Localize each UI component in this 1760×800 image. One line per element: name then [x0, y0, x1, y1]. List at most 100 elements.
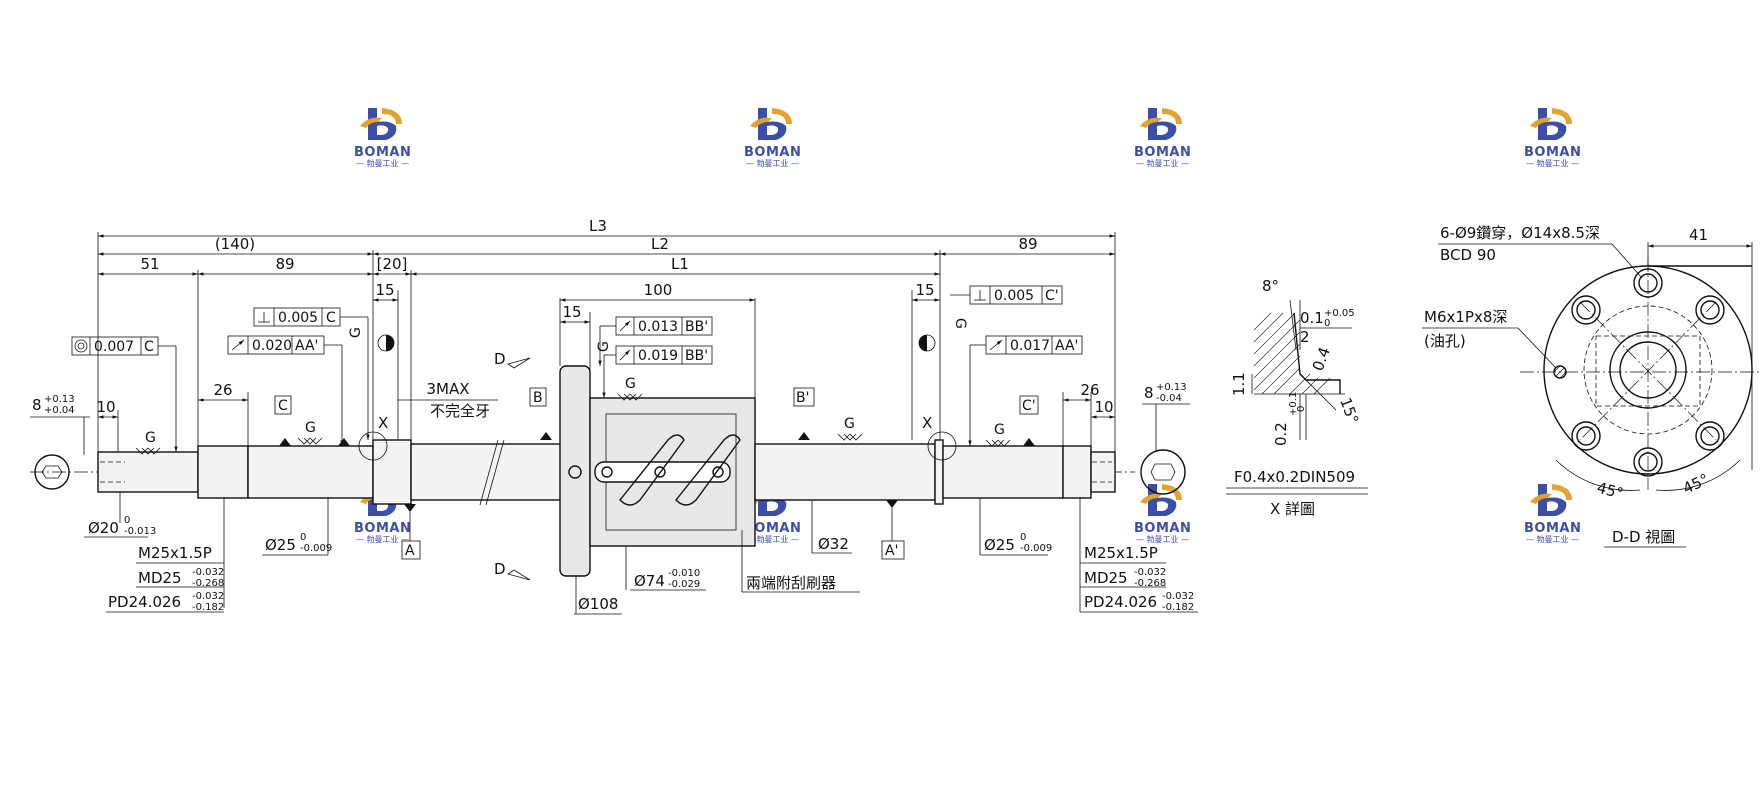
logo-subtitle: — 勃曼工业 — [746, 534, 799, 544]
logo-8: BOMAN — 勃曼工业 — [1524, 484, 1581, 544]
logo-1: BOMAN — 勃曼工业 — [354, 108, 411, 168]
x-label-left: X [378, 414, 388, 432]
svg-text:0: 0 [1324, 318, 1330, 329]
svg-text:0.013: 0.013 [638, 319, 678, 335]
dia-25-left: Ø25 [265, 536, 296, 554]
x-val-2: 2 [1300, 328, 1310, 346]
dim-15-b: 15 [562, 303, 581, 321]
logo-2: BOMAN — 勃曼工业 — [744, 108, 801, 168]
screw-right [754, 443, 936, 501]
dim-100: 100 [644, 281, 673, 299]
logo-name: BOMAN [354, 521, 411, 536]
x-val-04: 0.4 [1309, 345, 1334, 374]
svg-text:G: G [305, 420, 316, 436]
left-thread-pd: PD24.026 [108, 593, 181, 611]
left-thread [197, 445, 249, 499]
svg-text:-0.182: -0.182 [1162, 602, 1194, 613]
dim-L2: L2 [651, 235, 669, 253]
svg-text:G: G [145, 430, 156, 446]
dd-width-41: 41 [1689, 226, 1708, 244]
logo-subtitle: — 勃曼工业 — [1136, 158, 1189, 168]
right-journal [1090, 451, 1116, 493]
svg-text:BB': BB' [685, 319, 708, 335]
gdt-perpendicularity-left: 0.005 C [253, 307, 370, 440]
x-label-right: X [922, 414, 932, 432]
right-thread [1062, 445, 1092, 499]
right-end-tol-low: -0.04 [1156, 393, 1182, 404]
svg-text:0: 0 [1296, 406, 1307, 412]
dim-140: (140) [215, 235, 255, 253]
logo-subtitle: — 勃曼工业 — [746, 158, 799, 168]
section-D-top: D [494, 350, 506, 368]
x-angle-top: 8° [1262, 277, 1279, 295]
dd-oil-note: (油孔) [1424, 332, 1466, 350]
x-val-01: 0.1 [1300, 309, 1324, 327]
datum-A-prime: A' [885, 543, 898, 559]
nut-flange [559, 365, 591, 577]
dd-oil-hole: M6x1Px8深 [1424, 308, 1507, 326]
dia-20: Ø20 [88, 519, 119, 537]
svg-text:BB': BB' [685, 348, 708, 364]
dim-26-left: 26 [213, 381, 232, 399]
dim-L1: L1 [671, 255, 689, 273]
dim-26-right: 26 [1080, 381, 1099, 399]
dim-20: [20] [377, 255, 408, 273]
right-bearing-seat [942, 445, 1064, 499]
svg-text:-0.010: -0.010 [668, 568, 700, 579]
logo-name: BOMAN [744, 521, 801, 536]
right-thread-m: M25x1.5P [1084, 544, 1158, 562]
left-thread-m: M25x1.5P [138, 544, 212, 562]
dia-25-right: Ø25 [984, 536, 1015, 554]
logo-6: BOMAN — 勃曼工业 — [744, 484, 801, 544]
dim-89-left: 89 [275, 255, 294, 273]
logo-5: BOMAN — 勃曼工业 — [354, 484, 411, 544]
svg-text:AA': AA' [1055, 338, 1078, 354]
gdt-runout-bb-2: 0.019 BB' [602, 345, 713, 398]
left-end-tol-up: +0.13 [44, 394, 75, 405]
x-val-02: 0.2 [1272, 422, 1290, 446]
svg-text:G: G [952, 318, 968, 329]
gdt-concentricity: 0.007 C [71, 336, 178, 452]
wiper-note: 兩端附刮刷器 [746, 574, 836, 592]
logo-4: BOMAN — 勃曼工业 — [1524, 108, 1581, 168]
svg-text:C: C [326, 310, 336, 326]
svg-text:G: G [348, 327, 364, 338]
left-end-tol-low: +0.04 [44, 405, 75, 416]
svg-text:-0.268: -0.268 [192, 578, 224, 589]
svg-text:-0.032: -0.032 [1162, 591, 1194, 602]
logo-name: BOMAN [354, 145, 411, 160]
logo-name: BOMAN [1524, 521, 1581, 536]
left-bearing-seat [247, 445, 374, 499]
dim-15-a: 15 [375, 281, 394, 299]
dim-L3: L3 [589, 217, 607, 235]
dd-holes-note: 6-Ø9鑽穿，Ø14x8.5深 [1440, 224, 1600, 242]
gdt-runout-bb-1: 0.013 BB' [598, 316, 713, 366]
dim-10-left: 10 [96, 398, 115, 416]
dd-angle-2: 45° [1680, 470, 1712, 498]
datum-B: B [533, 390, 543, 406]
svg-text:-0.032: -0.032 [192, 567, 224, 578]
svg-text:0.005: 0.005 [994, 288, 1034, 304]
dd-angle-1: 45° [1595, 478, 1625, 502]
logo-subtitle: — 勃曼工业 — [1136, 534, 1189, 544]
right-end-tol: 8 [1144, 384, 1154, 402]
svg-text:G: G [596, 341, 612, 352]
screw-left [410, 443, 562, 501]
dim-3max: 3MAX [426, 380, 469, 398]
svg-text:C: C [144, 339, 154, 355]
dim-15-c: 15 [915, 281, 934, 299]
svg-text:+0.05: +0.05 [1324, 308, 1355, 319]
datum-A: A [405, 543, 415, 559]
left-thread-md: MD25 [138, 569, 182, 587]
svg-text:-0.009: -0.009 [300, 543, 332, 554]
shaft-view: L3 (140) L2 89 51 89 [20] L1 15 100 15 1… [30, 217, 1198, 615]
x-detail-title: X 詳圖 [1270, 500, 1315, 518]
svg-text:AA': AA' [295, 338, 318, 354]
svg-text:+0.1: +0.1 [1288, 392, 1299, 416]
dd-view-title: D-D 視圖 [1612, 528, 1675, 546]
svg-text:0: 0 [124, 515, 130, 526]
svg-text:G: G [625, 376, 636, 392]
svg-text:0.017: 0.017 [1010, 338, 1050, 354]
x-angle-15: 15° [1336, 395, 1362, 426]
